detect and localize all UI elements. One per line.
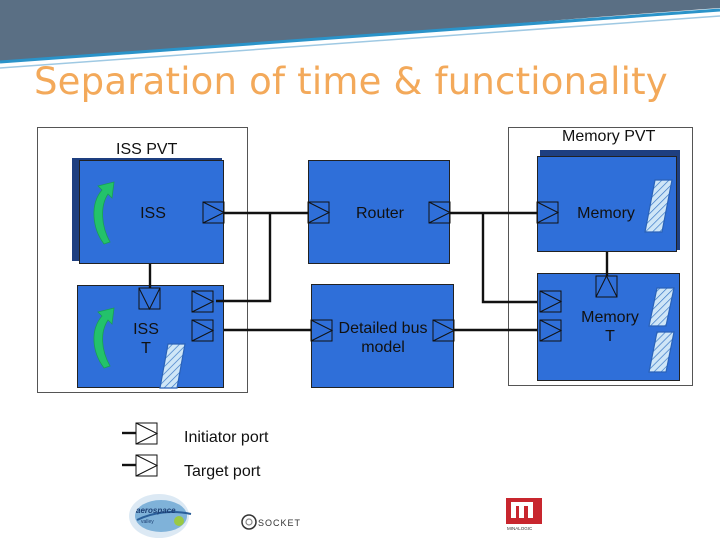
header-swoosh-decoration (0, 0, 720, 69)
minalogic-logo-text: MINALOGIC (507, 526, 533, 531)
port-isst-initiator-b-icon (191, 319, 215, 342)
port-memoryt-target-b-icon (539, 319, 563, 342)
port-memoryt-up-icon (595, 274, 618, 298)
tick-isst-icon (159, 343, 186, 389)
iss-pvt-label: ISS PVT (116, 141, 178, 158)
port-router-target-icon (307, 201, 331, 224)
legend-target-label: Target port (184, 463, 261, 480)
port-memoryt-target-a-icon (539, 290, 563, 313)
memory-t-label: Memory T (574, 308, 646, 346)
legend-initiator-port-icon (135, 422, 159, 445)
socket-logo: SOCKET (241, 514, 301, 530)
detailed-bus-label-line2: model (361, 339, 405, 357)
connection-wires (122, 211, 609, 467)
tick-memory-icon (644, 179, 673, 233)
iss-label: ISS (140, 205, 166, 222)
iss-t-label-line1: ISS (133, 321, 159, 338)
port-iss-down-icon (138, 287, 161, 311)
port-isst-initiator-a-icon (191, 290, 215, 313)
port-bus-target-icon (310, 319, 334, 342)
legend-target-port-icon (135, 454, 159, 477)
detailed-bus-label: Detailed bus model (328, 319, 438, 357)
legend-initiator-label: Initiator port (184, 429, 269, 446)
port-router-initiator-icon (428, 201, 452, 224)
tick-memoryt-a-icon (648, 287, 675, 327)
ports (135, 201, 618, 477)
port-memory-target-icon (536, 201, 560, 224)
aerospace-logo: aerospace valley (129, 494, 192, 538)
thread-arrow-iss-icon (93, 181, 115, 245)
iss-t-label-line2: T (141, 340, 151, 358)
iss-t-label: ISS T (118, 320, 174, 358)
iss-block (79, 160, 224, 264)
wire-isst-router (216, 213, 272, 303)
thread-arrow-isst-icon (93, 307, 115, 369)
aerospace-logo-subtext: valley (141, 519, 154, 525)
slide-title: Separation of time & functionality (34, 60, 668, 103)
port-bus-initiator-icon (432, 319, 456, 342)
socket-logo-text: SOCKET (258, 518, 301, 528)
detailed-bus-label-line1: Detailed bus (338, 320, 428, 337)
tick-memoryt-b-icon (648, 331, 675, 373)
memory-t-label-line2: T (605, 328, 615, 346)
timing-ticks (159, 179, 675, 389)
memory-pvt-label: Memory PVT (562, 128, 656, 145)
memory-t-label-line1: Memory (581, 309, 639, 326)
router-label: Router (355, 205, 405, 222)
thread-arrows (93, 181, 115, 369)
router-block (308, 160, 450, 264)
port-iss-initiator-icon (202, 201, 226, 224)
memory-label: Memory (577, 205, 635, 222)
minalogic-logo: MINALOGIC (506, 498, 542, 531)
aerospace-logo-text: aerospace (136, 506, 176, 515)
wire-router-memoryt (481, 213, 537, 304)
